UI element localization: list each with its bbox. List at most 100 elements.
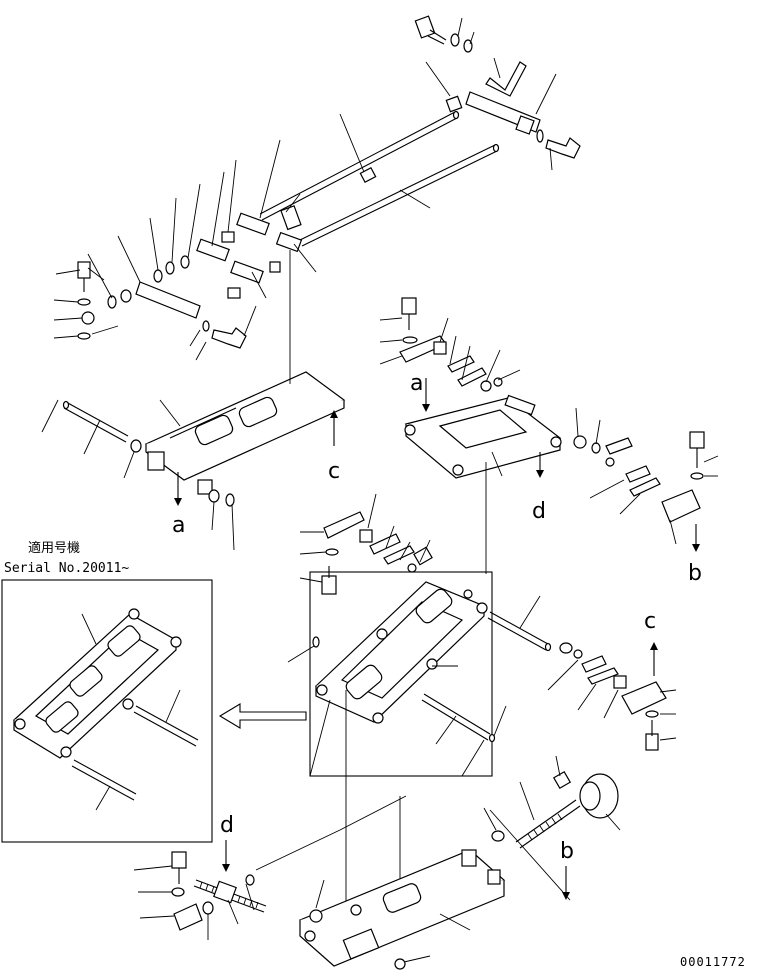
shim bbox=[625, 465, 651, 483]
adjuster-nut bbox=[213, 880, 237, 904]
l-pin bbox=[485, 61, 527, 97]
clevis bbox=[196, 238, 230, 262]
wear-block bbox=[621, 681, 667, 715]
bushing bbox=[445, 95, 463, 113]
serial-number-text: Serial No.20011~ bbox=[4, 561, 129, 576]
clevis-bolt bbox=[280, 205, 302, 231]
washer bbox=[573, 649, 583, 659]
wear-block bbox=[661, 489, 701, 523]
pad bbox=[323, 511, 365, 539]
leader-lines-top bbox=[53, 17, 557, 361]
inset-frame-assembly bbox=[13, 608, 199, 811]
washer bbox=[480, 380, 492, 392]
bolt bbox=[401, 297, 417, 315]
arrow-c-up bbox=[330, 410, 338, 446]
left-lever bbox=[135, 281, 201, 319]
bushing bbox=[120, 289, 132, 303]
washer bbox=[77, 332, 91, 340]
callout-c-lower: c bbox=[644, 609, 656, 634]
bushing bbox=[202, 901, 214, 915]
bottom-base-plate bbox=[255, 755, 621, 970]
washer bbox=[645, 710, 659, 718]
callout-d-lower: d bbox=[220, 813, 234, 838]
washer bbox=[325, 548, 339, 556]
middle-frame-outline bbox=[309, 571, 493, 777]
bushing bbox=[221, 231, 235, 243]
arrow-b-lower bbox=[562, 866, 570, 900]
leader-lines-bottom bbox=[255, 755, 621, 963]
washer bbox=[559, 642, 573, 654]
washer bbox=[77, 298, 91, 306]
document-number: 00011772 bbox=[680, 955, 746, 969]
bushing bbox=[573, 435, 587, 449]
washer bbox=[591, 442, 601, 454]
washer bbox=[180, 255, 190, 269]
washer bbox=[153, 269, 163, 283]
bolt-right bbox=[545, 137, 581, 159]
shim bbox=[581, 655, 607, 673]
clevis bbox=[230, 260, 264, 284]
shim bbox=[629, 477, 661, 497]
callout-b-right: b bbox=[688, 561, 702, 586]
lever-block bbox=[515, 115, 535, 135]
shim bbox=[383, 545, 415, 565]
callout-c-upper: c bbox=[328, 459, 340, 484]
bolt bbox=[645, 733, 659, 751]
long-rod-upper bbox=[259, 110, 460, 221]
washer bbox=[493, 377, 503, 387]
arrow-a-right bbox=[422, 378, 430, 412]
arrow-c-right bbox=[650, 642, 658, 676]
washer bbox=[165, 261, 175, 275]
clevis bbox=[236, 212, 270, 236]
shim bbox=[447, 355, 475, 373]
bolt-top bbox=[414, 15, 447, 45]
top-linkage-assembly bbox=[53, 15, 581, 361]
clevis-block bbox=[275, 231, 303, 253]
washer bbox=[402, 336, 418, 344]
shim bbox=[369, 533, 401, 555]
applicable-serial-label: 適用号機 bbox=[28, 540, 80, 556]
callout-d-upper: d bbox=[532, 499, 546, 524]
right-upper-frame bbox=[379, 297, 719, 545]
washer bbox=[245, 874, 255, 886]
arrow-b-right bbox=[692, 524, 700, 552]
inset-serial-box bbox=[1, 579, 213, 843]
washer bbox=[690, 472, 704, 480]
washer bbox=[407, 563, 417, 573]
bolt bbox=[211, 327, 247, 349]
bushing bbox=[269, 261, 281, 273]
washer bbox=[107, 295, 117, 309]
washer bbox=[171, 887, 185, 897]
shim bbox=[605, 437, 633, 455]
arrow-a-left bbox=[174, 472, 182, 506]
washer bbox=[491, 830, 505, 842]
callout-a-left: a bbox=[172, 513, 185, 538]
washer bbox=[450, 33, 460, 47]
hollow-arrow-left bbox=[218, 703, 307, 729]
leader-lines-middle bbox=[287, 493, 677, 745]
arrow-d-lower bbox=[222, 840, 230, 872]
callout-a-right: a bbox=[410, 371, 423, 396]
arrow-d-upper bbox=[536, 452, 544, 478]
bolt bbox=[171, 851, 187, 869]
nut bbox=[433, 341, 447, 355]
shim bbox=[587, 667, 619, 685]
nut bbox=[613, 675, 627, 689]
callout-b-lower: b bbox=[560, 839, 574, 864]
bolt bbox=[689, 431, 705, 449]
middle-frame-assembly bbox=[287, 493, 677, 777]
bushing bbox=[227, 287, 241, 299]
washer bbox=[605, 457, 615, 467]
worm-gear-shaft bbox=[515, 770, 619, 849]
long-rod-lower bbox=[299, 143, 500, 247]
washer bbox=[202, 320, 210, 332]
left-mounting-plate bbox=[41, 250, 346, 551]
block bbox=[173, 903, 203, 931]
nut bbox=[359, 529, 373, 543]
washer bbox=[536, 129, 544, 143]
shim bbox=[457, 367, 487, 387]
adjuster-assembly bbox=[133, 851, 267, 940]
bolt bbox=[321, 575, 337, 595]
pulley bbox=[81, 311, 95, 325]
